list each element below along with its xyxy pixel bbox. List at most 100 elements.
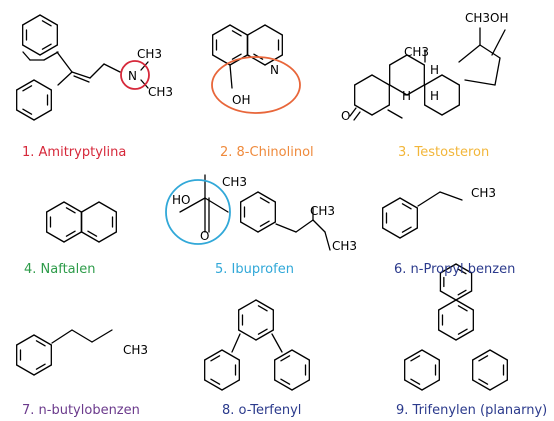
mol-1-ring-top [22,44,41,56]
caption-7: 7. n-butylobenzen [22,403,140,418]
mol-1-n-me2 [140,79,149,89]
mol-2-atom-oh: OH [232,93,250,107]
mol-3-carbonyl [349,107,357,117]
mol-5-ring [240,191,259,203]
mol-9-ring-center [455,299,474,311]
mol-3-carbonyl-2 [353,111,361,121]
mol-6-ring-double [401,203,412,210]
mol-3-ring-a [371,104,390,116]
mol-1-atom-ch3-b: CH3 [148,85,173,99]
mol-3-ring-d [458,44,481,63]
mol-5-isobutyl [275,223,297,233]
mol-7-chain [51,329,73,344]
mol-6-ring [382,227,401,239]
mol-2-ring-b [247,24,266,36]
mol-1-ring-bottom [33,109,52,121]
mol-4-ring-a-double [65,207,76,214]
mol-3-oh-bond [491,29,506,56]
caption-5: 5. Ibuprofen [215,262,294,277]
mol-1-highlight [120,60,150,90]
mol-1-bridge [22,51,31,61]
mol-4-ring-a [63,231,82,243]
mol-5-ring [257,221,276,233]
mol-8-ring-left-double [210,378,221,385]
mol-7-ring-double [35,363,46,370]
mol-9-ring-right [489,379,508,391]
mol-5-highlight [165,179,231,245]
mol-9-ring-left [404,379,423,391]
mol-8-ring-right [291,349,310,361]
mol-4-ring-a [46,201,65,213]
mol-9-ring-center [455,329,474,341]
mol-3-atom-h2: H [402,89,411,103]
mol-9-ring-left [421,349,440,361]
mol-1-n-me1 [140,61,149,71]
mol-9-ring-top [439,290,457,301]
mol-3-ring-c [424,104,443,116]
mol-9-ring-left-double [410,378,421,385]
mol-1-chain [103,63,121,73]
mol-8-ring-right [274,349,293,361]
mol-9-ring-right [472,349,491,361]
mol-5-atom-o: O [200,229,209,243]
mol-1-ring-top [39,14,58,26]
mol-5-atom-ch3-top: CH3 [222,175,247,189]
mol-1-ring-bottom [33,79,52,91]
mol-3-ring-d [479,44,501,59]
mol-3-ring-c [441,74,460,86]
mol-9-ring-right [489,349,508,361]
mol-9-ring-center-double [457,328,468,335]
mol-2-atom-n: N [270,63,279,77]
mol-2-ring-a [212,24,231,36]
mol-8-ring-center-double [257,305,268,312]
mol-9-ring-left-double [410,355,421,362]
mol-1-central [56,51,73,73]
mol-8-ring-left [221,349,240,361]
mol-4-ring-a [46,231,65,243]
mol-3-atoms: CH3 OH CH3 H H H O [341,11,508,123]
mol-7-ring [16,364,35,376]
mol-2-highlight [211,56,301,114]
mol-9-ring-right-double [478,378,489,385]
mol-8-ring-right-double [280,355,291,362]
mol-1-ring-top [22,14,41,26]
mol-5-ring [240,221,259,233]
mol-3-ring-b [406,54,425,66]
mol-3-ring-d [464,79,496,86]
mol-6-atom-ch3: CH3 [471,186,496,200]
mol-1-ring-bottom [16,109,35,121]
mol-8-ring-left [221,379,240,391]
mol-1-exo-double [73,75,90,83]
mol-5-atom-ho: HO [172,193,190,207]
mol-2-ring-b [264,24,283,36]
mol-5-ring-double [259,197,270,204]
mol-7-ring-double [35,340,46,347]
mol-9-ring-top [439,263,457,274]
mol-7-ring [33,364,52,376]
mol-8-ring-center [255,329,274,341]
mol-7-chain [71,329,93,343]
mol-5-acid-chain [179,197,206,213]
caption-4: 4. Naftalen [24,262,96,277]
mol-3-ring-b [389,84,408,96]
caption-2: 2. 8-Chinolinol [220,145,314,160]
mol-5-ring [257,191,276,203]
mol-3-atom-oh: OH [490,11,508,25]
caption-8: 8. o-Terfenyl [222,403,302,418]
mol-3-enone-double [387,109,403,119]
mol-1-bridge [43,51,59,61]
mol-1-chain [71,71,91,79]
mol-8-ring-right [291,379,310,391]
mol-8-ring-center [238,299,257,311]
mol-8-ring-right-double [280,378,291,385]
mol-9-ring-center [438,329,457,341]
mol-9-ring-left [421,379,440,391]
mol-4-ring-b [81,201,100,213]
mol-4-ring-b [98,201,117,213]
mol-1-ring-top [39,44,58,56]
mol-3-ring-a [354,74,373,86]
mol-6-ring [399,227,418,239]
mol-1-ring-top-double [41,43,52,50]
mol-3-atom-h3: H [430,89,439,103]
